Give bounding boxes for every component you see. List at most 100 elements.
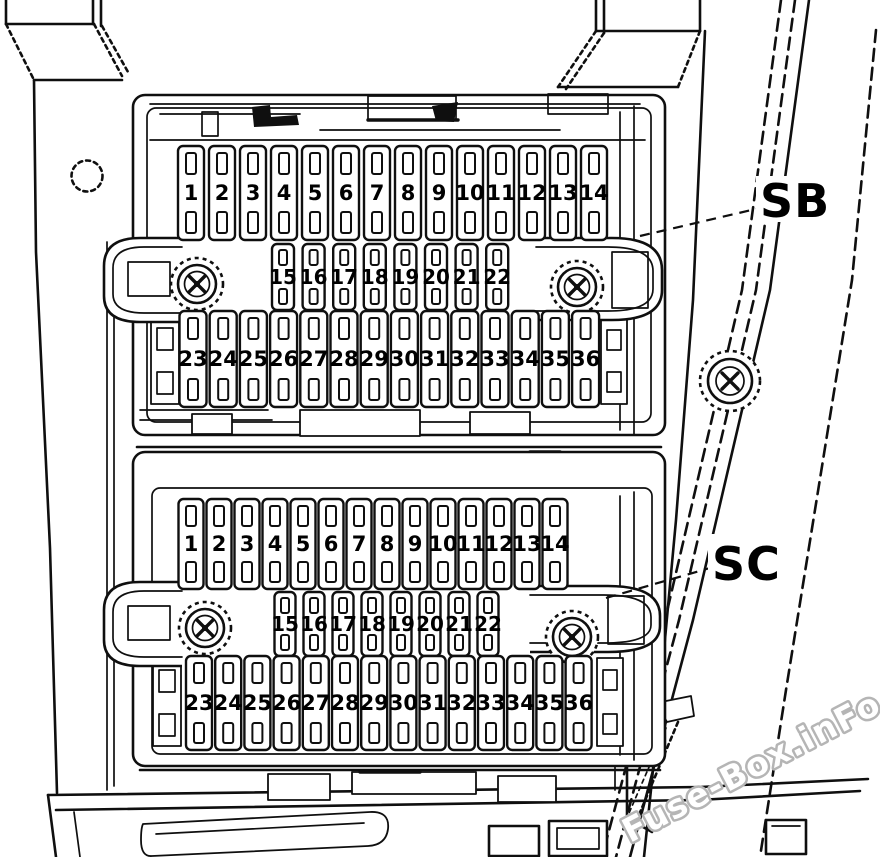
fuse-number-sb-19: 19 — [391, 265, 419, 289]
fuse-number-sc-11: 11 — [456, 532, 485, 556]
fuse-sb-35: 35 — [540, 309, 571, 409]
fuse-number-sb-15: 15 — [269, 265, 297, 289]
fuse-number-sc-4: 4 — [268, 532, 283, 556]
fuse-sc-4: 4 — [261, 497, 289, 591]
fuse-sc-22: 22 — [474, 590, 502, 658]
fuse-sc-1: 1 — [177, 497, 205, 591]
fuse-number-sb-13: 13 — [548, 181, 577, 205]
fuse-sb-3: 3 — [238, 144, 268, 242]
right-trim-screw — [698, 349, 762, 413]
top-right-trim-piece — [556, 0, 702, 91]
fuse-number-sc-14: 14 — [540, 532, 569, 556]
fuse-number-sb-16: 16 — [300, 265, 328, 289]
fuse-sc-7: 7 — [345, 497, 373, 591]
fuse-number-sc-29: 29 — [360, 691, 389, 715]
fuse-sc-8: 8 — [373, 497, 401, 591]
fuse-sc-24: 24 — [214, 654, 243, 752]
fuse-number-sc-13: 13 — [512, 532, 541, 556]
fuse-number-sb-9: 9 — [432, 181, 447, 205]
mounting-hole — [70, 159, 104, 193]
fuse-number-sb-6: 6 — [339, 181, 354, 205]
fuse-number-sb-31: 31 — [420, 347, 449, 371]
fuse-sc-18: 18 — [358, 590, 386, 658]
fuse-sb-9: 9 — [424, 144, 454, 242]
fuse-number-sb-10: 10 — [455, 181, 484, 205]
fuse-number-sc-9: 9 — [408, 532, 423, 556]
fuse-number-sc-15: 15 — [271, 612, 299, 636]
fuse-number-sc-30: 30 — [389, 691, 418, 715]
fuse-sc-25: 25 — [243, 654, 272, 752]
label-sc: SC — [712, 537, 781, 591]
fuse-number-sb-2: 2 — [215, 181, 230, 205]
fuse-sb-33: 33 — [480, 309, 510, 409]
fuse-sb-26: 26 — [268, 309, 299, 409]
fuse-sb-30: 30 — [389, 309, 420, 409]
fuse-sc-33: 33 — [476, 654, 506, 752]
fuse-sc-6: 6 — [317, 497, 345, 591]
fuse-sb-6: 6 — [331, 144, 361, 242]
fuse-number-sc-22: 22 — [474, 612, 502, 636]
fuse-number-sc-26: 26 — [272, 691, 301, 715]
fuse-number-sc-1: 1 — [184, 532, 199, 556]
fuse-sc-19: 19 — [387, 590, 415, 658]
fuse-number-sc-35: 35 — [535, 691, 564, 715]
fuse-number-sb-27: 27 — [299, 347, 328, 371]
fuse-number-sb-24: 24 — [209, 347, 238, 371]
fuse-sb-7: 7 — [362, 144, 392, 242]
fuse-number-sb-4: 4 — [277, 181, 292, 205]
fuse-sc-35: 35 — [535, 654, 564, 752]
fuse-number-sc-28: 28 — [330, 691, 359, 715]
fuse-number-sb-3: 3 — [246, 181, 261, 205]
fuse-sc-17: 17 — [329, 590, 357, 658]
fuse-sb-23: 23 — [178, 309, 208, 409]
fuse-number-sc-18: 18 — [358, 612, 386, 636]
sc-leader-line — [605, 566, 711, 600]
fuse-number-sb-17: 17 — [330, 265, 358, 289]
fuse-sb-19: 19 — [391, 242, 419, 312]
fuse-sc-5: 5 — [289, 497, 317, 591]
fuse-number-sb-20: 20 — [422, 265, 450, 289]
panel-labels: SB SC — [605, 174, 838, 600]
fuse-number-sb-8: 8 — [401, 181, 416, 205]
side-panel-edge — [70, 159, 115, 791]
fuse-sc-16: 16 — [300, 590, 328, 658]
fuse-number-sc-33: 33 — [476, 691, 505, 715]
fuse-sb-16: 16 — [300, 242, 328, 312]
fuse-sb-21: 21 — [453, 242, 481, 312]
fuse-sc-28: 28 — [330, 654, 360, 752]
fuse-number-sb-29: 29 — [360, 347, 389, 371]
fuse-sc-29: 29 — [360, 654, 389, 752]
fuse-number-sb-28: 28 — [329, 347, 358, 371]
fuse-sb-17: 17 — [330, 242, 358, 312]
fuse-number-sc-20: 20 — [416, 612, 444, 636]
fuse-number-sb-33: 33 — [480, 347, 509, 371]
fuse-number-sc-16: 16 — [300, 612, 328, 636]
bottom-trim-structure — [46, 679, 870, 857]
fuse-sb-27: 27 — [299, 309, 329, 409]
fuse-sb-36: 36 — [570, 309, 601, 409]
fuse-number-sb-36: 36 — [571, 347, 600, 371]
sb-leader-line — [639, 207, 757, 238]
fuse-number-sc-23: 23 — [184, 691, 213, 715]
fuse-sb-24: 24 — [208, 309, 238, 409]
fuse-sc-11: 11 — [456, 497, 486, 591]
fuse-sb-22: 22 — [483, 242, 511, 312]
fuse-number-sb-34: 34 — [511, 347, 540, 371]
fuse-number-sc-2: 2 — [212, 532, 227, 556]
fuse-number-sc-7: 7 — [352, 532, 367, 556]
fuse-sb-14: 14 — [579, 144, 609, 242]
fuse-number-sb-26: 26 — [269, 347, 298, 371]
fuse-sc-30: 30 — [389, 654, 418, 752]
fuse-sb-15: 15 — [269, 242, 297, 312]
fuse-sc-9: 9 — [401, 497, 429, 591]
fuse-number-sc-8: 8 — [380, 532, 395, 556]
fuse-number-sb-23: 23 — [178, 347, 207, 371]
fuse-number-sc-32: 32 — [447, 691, 476, 715]
fuse-number-sb-30: 30 — [390, 347, 419, 371]
fuse-sb-32: 32 — [450, 309, 480, 409]
fuse-number-sc-24: 24 — [214, 691, 243, 715]
